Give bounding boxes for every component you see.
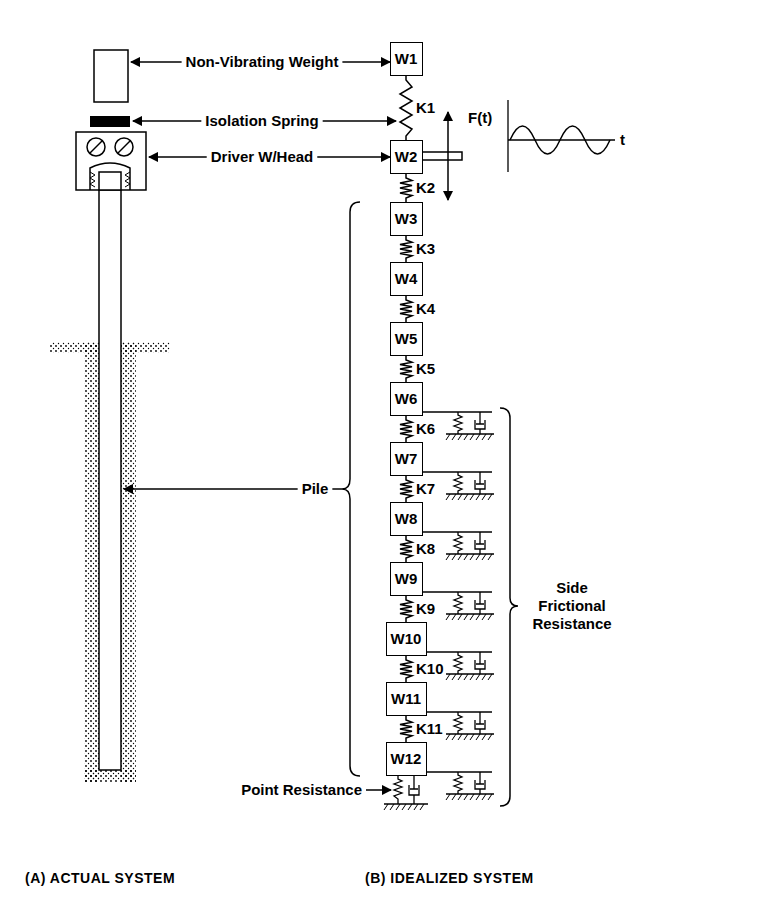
spring-constant-label: K11 bbox=[416, 720, 443, 737]
spring-connector bbox=[400, 296, 412, 322]
side-friction-element bbox=[415, 532, 494, 560]
spring-constant-label: K7 bbox=[416, 480, 435, 497]
mass-block: W11 bbox=[386, 682, 427, 716]
force-rod bbox=[418, 152, 462, 160]
mass-block: W12 bbox=[386, 742, 427, 776]
callout-label: Point Resistance bbox=[241, 781, 362, 798]
soil-strip bbox=[121, 342, 136, 782]
non-vibrating-weight bbox=[94, 50, 128, 102]
mass-block: W10 bbox=[386, 622, 427, 656]
mass-label: W10 bbox=[391, 630, 422, 647]
bracket-label: Side Frictional Resistance bbox=[522, 579, 622, 633]
leader-arrow bbox=[342, 61, 390, 63]
eccentric-weight bbox=[90, 141, 102, 153]
force-arrow bbox=[447, 112, 449, 200]
force-label: F(t) bbox=[468, 109, 492, 126]
mass-label: W3 bbox=[395, 210, 418, 227]
spring-constant-label: K1 bbox=[416, 99, 435, 116]
mass-block: W6 bbox=[390, 382, 423, 416]
figure-caption: (A) ACTUAL SYSTEM bbox=[25, 870, 175, 886]
graph-axis bbox=[507, 100, 508, 172]
axis-label: t bbox=[620, 131, 625, 148]
spring-connector bbox=[400, 236, 412, 262]
mass-block: W7 bbox=[390, 442, 423, 476]
leader-arrow bbox=[149, 156, 207, 158]
mass-block: W3 bbox=[390, 202, 423, 236]
mass-block: W8 bbox=[390, 502, 423, 536]
point-spring bbox=[394, 776, 402, 804]
spring-constant-label: K9 bbox=[416, 600, 435, 617]
spring-connector bbox=[400, 174, 412, 202]
spring-connector bbox=[400, 596, 412, 622]
eccentric-weight bbox=[118, 141, 130, 153]
leader-arrow bbox=[332, 488, 342, 490]
callout-label: Non-Vibrating Weight bbox=[186, 53, 339, 70]
figure-caption: (B) IDEALIZED SYSTEM bbox=[365, 870, 534, 886]
sine-wave bbox=[510, 126, 610, 154]
mass-label: W5 bbox=[395, 330, 418, 347]
leader-arrow bbox=[124, 488, 298, 490]
friction-brace bbox=[500, 408, 518, 806]
mass-label: W1 bbox=[395, 50, 418, 67]
soil-base bbox=[84, 770, 136, 782]
mass-block: W2 bbox=[390, 140, 423, 174]
pile-brace bbox=[342, 202, 360, 776]
leader-arrow bbox=[133, 120, 201, 122]
driver-head bbox=[76, 132, 146, 190]
side-friction-element bbox=[415, 652, 494, 680]
mass-label: W8 bbox=[395, 510, 418, 527]
spring-connector bbox=[400, 656, 412, 682]
mass-label: W12 bbox=[391, 750, 422, 767]
isolation-spring bbox=[90, 116, 130, 127]
mass-block: W5 bbox=[390, 322, 423, 356]
leader-arrow bbox=[323, 120, 396, 122]
soil-strip bbox=[84, 342, 99, 782]
spring-connector bbox=[400, 356, 412, 382]
mass-label: W6 bbox=[395, 390, 418, 407]
spring-constant-label: K10 bbox=[416, 660, 444, 677]
mass-label: W2 bbox=[395, 148, 418, 165]
leader-arrow bbox=[317, 156, 390, 158]
side-friction-element bbox=[415, 472, 494, 500]
mass-label: W4 bbox=[395, 270, 418, 287]
pile-top bbox=[99, 172, 121, 190]
pile-shaft bbox=[99, 172, 121, 770]
eccentric-weight bbox=[87, 138, 105, 156]
spring-connector bbox=[400, 476, 412, 502]
callout-label: Pile bbox=[302, 480, 329, 497]
ground-hatch bbox=[384, 804, 424, 810]
spring-connector bbox=[400, 76, 412, 140]
spring-constant-label: K2 bbox=[416, 179, 435, 196]
spring-connector bbox=[400, 416, 412, 442]
leader-arrow bbox=[366, 789, 391, 791]
side-friction-element bbox=[415, 592, 494, 620]
spring-connector bbox=[400, 536, 412, 562]
mass-block: W4 bbox=[390, 262, 423, 296]
side-friction-element bbox=[415, 712, 494, 740]
mass-block: W1 bbox=[390, 42, 423, 76]
graph-axis bbox=[508, 139, 615, 140]
spring-constant-label: K6 bbox=[416, 420, 435, 437]
callout-label: Driver W/Head bbox=[211, 148, 314, 165]
mass-label: W7 bbox=[395, 450, 418, 467]
leader-arrow bbox=[131, 61, 182, 63]
mass-block: W9 bbox=[390, 562, 423, 596]
callout-label: Isolation Spring bbox=[205, 112, 318, 129]
spring-constant-label: K8 bbox=[416, 540, 435, 557]
eccentric-weight bbox=[115, 138, 133, 156]
mass-label: W9 bbox=[395, 570, 418, 587]
point-dashpot bbox=[409, 776, 419, 804]
side-friction-element bbox=[415, 772, 494, 800]
side-friction-element bbox=[415, 412, 494, 440]
pile-clamp bbox=[90, 163, 130, 190]
spring-constant-label: K5 bbox=[416, 360, 435, 377]
spring-constant-label: K3 bbox=[416, 240, 435, 257]
spring-constant-label: K4 bbox=[416, 300, 435, 317]
mass-label: W11 bbox=[391, 690, 421, 707]
spring-connector bbox=[400, 716, 412, 742]
